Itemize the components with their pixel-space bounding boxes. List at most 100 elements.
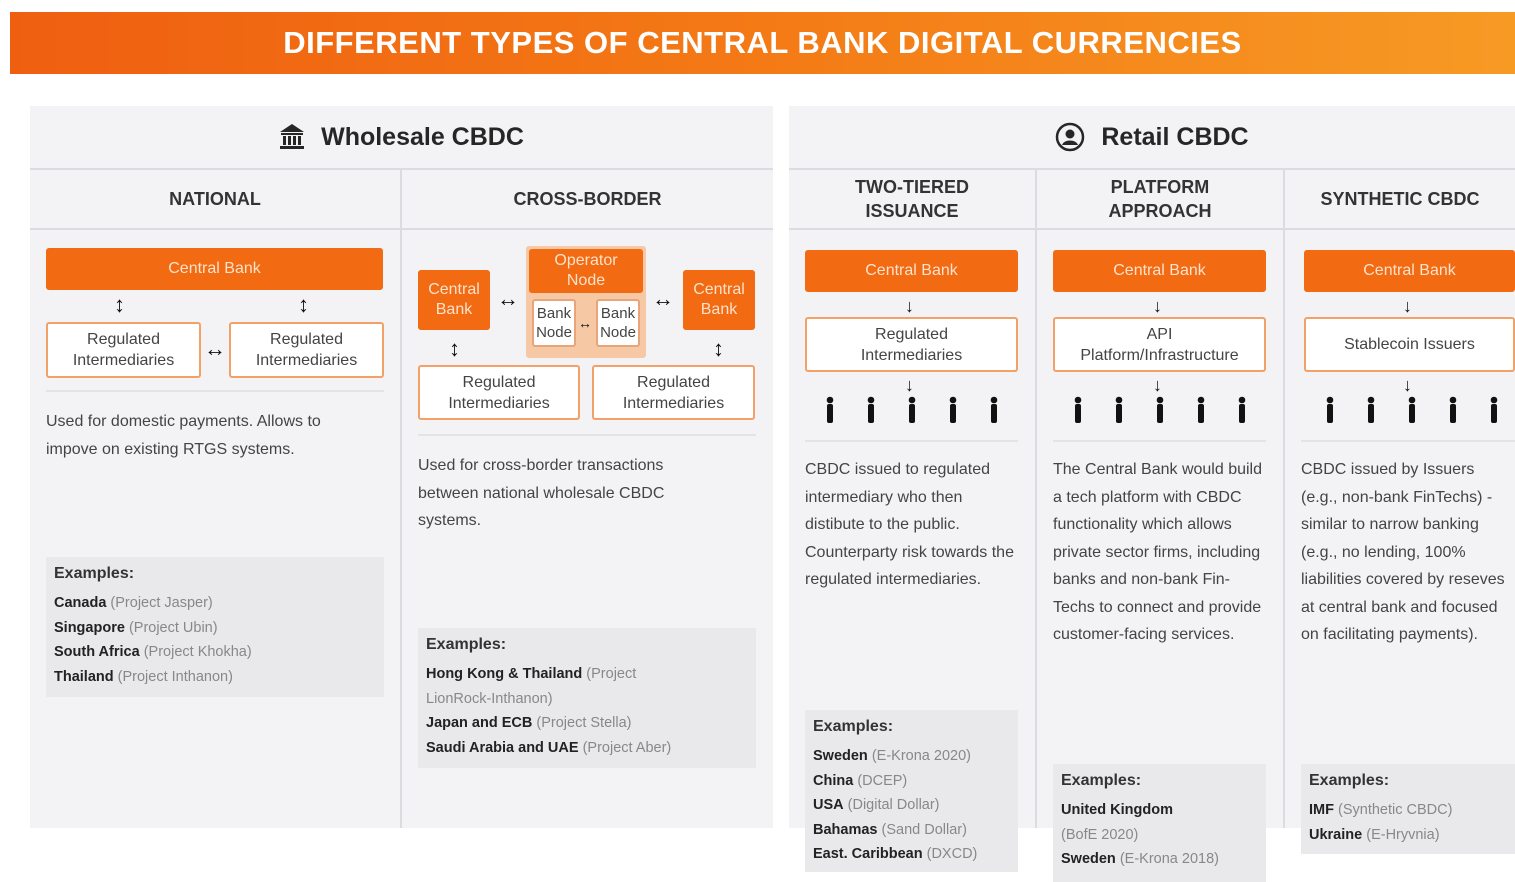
platform-column: PLATFORM APPROACH Central Bank ↓ API Pla… [1037,170,1285,882]
example-row: Singapore (Project Ubin) [54,619,218,636]
page-title: DIFFERENT TYPES OF CENTRAL BANK DIGITAL … [283,25,1242,60]
example-row: (BofE 2020) [1061,826,1139,843]
example-row: South Africa (Project Khokha) [54,644,252,660]
leftright-arrow-icon: ↔ [652,286,674,311]
updown-arrow-icon: ↕ [449,336,460,361]
platform-examples: Examples: United Kingdom (BofE 2020) Swe… [1053,764,1266,882]
divider [1053,440,1266,442]
bank-icon [280,124,305,149]
example-row: East. Caribbean (DXCD) [813,846,978,862]
operator-node-box: Operator Node [529,249,643,293]
public-users [1323,396,1507,424]
example-row: Saudi Arabia and UAE (Project Aber) [426,739,672,756]
person-icon [990,396,998,423]
central-bank-box: Central Bank [46,248,383,290]
example-row: Sweden (E-Krona 2020) [813,748,971,764]
user-circle-icon [1056,122,1085,152]
updown-arrow-icon: ↕ [114,292,125,317]
api-platform-box: API Platform/Infrastructure [1053,317,1266,372]
person-icon [1490,396,1498,423]
platform-heading: PLATFORM APPROACH [1037,170,1283,230]
wholesale-header: Wholesale CBDC [30,106,773,170]
cross-border-examples: Examples: Hong Kong & Thailand (Project … [418,628,756,768]
leftright-arrow-icon: ↔ [204,336,226,361]
retail-panel: Retail CBDC TWO-TIERED ISSUANCE Central … [789,106,1515,882]
example-row: Ukraine (E-Hryvnia) [1309,826,1440,843]
regulated-intermediaries-box: Regulated Intermediaries [592,365,755,420]
national-description: Used for domestic payments. Allows to im… [46,413,321,458]
person-icon [1197,396,1205,423]
central-bank-box: Central Bank [1304,250,1515,292]
updown-arrow-icon: ↕ [298,292,309,317]
retail-header: Retail CBDC [789,106,1515,170]
national-column: NATIONAL Central Bank ↕ ↕ Regulated Inte… [30,170,402,828]
person-icon [1408,396,1416,423]
synthetic-description: CBDC issued by Issuers (e.g., non-bank F… [1301,461,1505,643]
down-arrow-icon: ↓ [1153,375,1162,395]
example-row: China (DCEP) [813,772,908,789]
example-row: Thailand (Project Inthanon) [54,668,233,685]
cross-border-column: CROSS-BORDER Central Bank ↔ Operator Nod… [402,170,773,828]
examples-title: Examples: [426,636,507,653]
examples-title: Examples: [813,718,894,735]
example-row: Hong Kong & Thailand (Project [426,666,637,682]
bank-node-box: Bank Node [596,299,640,347]
regulated-intermediaries-box: Regulated Intermediaries [418,365,580,420]
updown-arrow-icon: ↕ [713,336,724,361]
national-examples: Examples: Canada (Project Jasper) Singap… [46,557,384,697]
retail-title: Retail CBDC [1101,122,1249,151]
synthetic-heading: SYNTHETIC CBDC [1285,170,1515,230]
two-tiered-column: TWO-TIERED ISSUANCE Central Bank ↓ Regul… [789,170,1037,872]
two-tiered-heading: TWO-TIERED ISSUANCE [789,170,1035,230]
leftright-arrow-icon: ↔ [497,286,519,311]
down-arrow-icon: ↓ [1403,296,1412,316]
person-icon [1367,396,1375,423]
divider [1301,440,1515,442]
wholesale-panel: Wholesale CBDC NATIONAL Central Bank ↕ ↕… [30,106,773,828]
example-row: USA (Digital Dollar) [813,797,940,813]
divider [805,440,1018,442]
person-icon [1449,396,1457,423]
divider [46,390,384,392]
person-icon [949,396,957,423]
title-banner: DIFFERENT TYPES OF CENTRAL BANK DIGITAL … [10,12,1515,74]
regulated-intermediaries-box: Regulated Intermediaries [229,322,384,378]
person-icon [1326,396,1334,423]
public-users [1071,396,1255,424]
down-arrow-icon: ↓ [1403,375,1412,395]
stablecoin-issuers-box: Stablecoin Issuers [1304,317,1515,372]
central-bank-left-box: Central Bank [418,270,490,330]
person-icon [1115,396,1123,423]
synthetic-examples: Examples: IMF (Synthetic CBDC) Ukraine (… [1301,764,1515,854]
examples-title: Examples: [1061,772,1142,789]
example-row: LionRock-Inthanon) [426,690,553,707]
bank-node-box: Bank Node [532,299,576,347]
person-icon [1238,396,1246,423]
person-icon [908,396,916,423]
example-row: IMF (Synthetic CBDC) [1309,802,1453,818]
down-arrow-icon: ↓ [905,375,914,395]
regulated-intermediaries-box: Regulated Intermediaries [805,317,1018,372]
down-arrow-icon: ↓ [1153,296,1162,316]
central-bank-box: Central Bank [805,250,1018,292]
examples-title: Examples: [1309,772,1390,789]
divider [418,434,756,436]
example-row: Bahamas (Sand Dollar) [813,821,967,838]
person-icon [1156,396,1164,423]
down-arrow-icon: ↓ [905,296,914,316]
examples-title: Examples: [54,565,135,582]
example-row: United Kingdom [1061,802,1173,818]
cross-border-heading: CROSS-BORDER [402,170,773,230]
example-row: Sweden (E-Krona 2018) [1061,851,1219,867]
regulated-intermediaries-box: Regulated Intermediaries [46,322,201,378]
cross-border-description: Used for cross-border transactions betwe… [418,457,665,529]
platform-description: The Central Bank would build a tech plat… [1053,461,1263,643]
person-icon [867,396,875,423]
example-row: Japan and ECB (Project Stella) [426,715,632,731]
two-tiered-description: CBDC issued to regulated intermediary wh… [805,461,1014,588]
example-row: Canada (Project Jasper) [54,595,213,611]
person-icon [826,396,834,423]
wholesale-title: Wholesale CBDC [321,122,524,151]
central-bank-box: Central Bank [1053,250,1266,292]
two-tiered-examples: Examples: Sweden (E-Krona 2020) China (D… [805,710,1018,872]
